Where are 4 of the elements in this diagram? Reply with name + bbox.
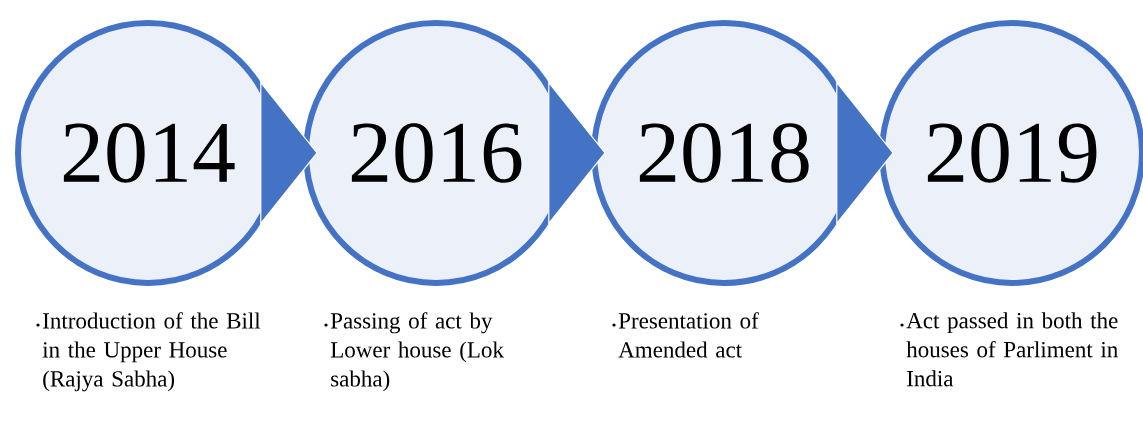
description-text: Presentation of Amended act [618, 312, 759, 358]
description-text: Act passed in both the houses of Parliment in India [906, 312, 1118, 387]
description-text: Passing of act by Lower house (Lok sabha) [330, 312, 504, 392]
description-text: Introduction of the Bill in the Upper House (Rajya Sabha) [42, 312, 261, 392]
